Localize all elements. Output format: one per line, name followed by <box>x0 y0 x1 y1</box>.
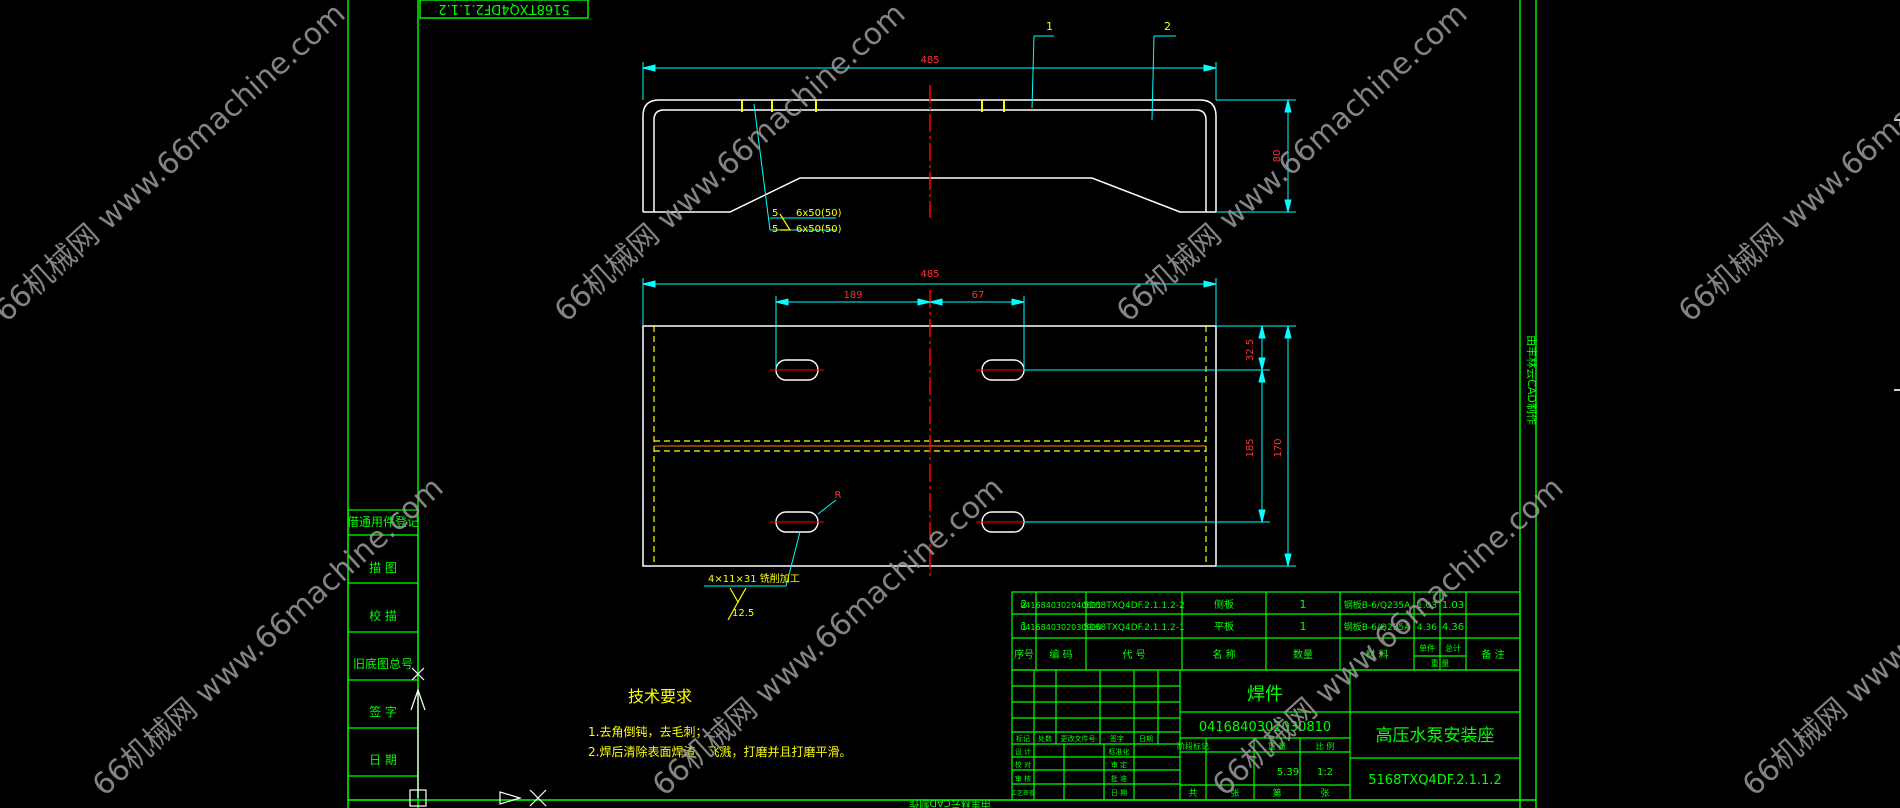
sign-row: 批 准 <box>1111 774 1127 783</box>
top-stamp: 5168TXQ4DF2.1.1.2 <box>438 1 569 16</box>
sign-row: 设 计 <box>1015 747 1031 756</box>
stage-head: 重 量 <box>1268 741 1287 751</box>
roughness-symbol <box>727 587 747 621</box>
tech-req-line2: 2.焊后清除表面焊渣、飞溅，打磨并且打磨平滑。 <box>588 744 851 759</box>
plan-view-dims <box>642 278 1296 587</box>
rev-col: 标记 <box>1016 734 1030 743</box>
weld-line2-num: 5 <box>772 224 778 235</box>
left-table-cell: 描 图 <box>369 561 397 575</box>
dim-radius: R <box>835 490 842 501</box>
bom-cell: 0416840302030910 <box>1020 623 1101 632</box>
ucs-icon <box>409 667 547 807</box>
left-table-cell: 签 字 <box>369 704 397 719</box>
bom-cell: 1 <box>1300 598 1307 611</box>
front-view <box>642 85 1217 218</box>
rev-col: 日期 <box>1139 735 1153 743</box>
balloon-2: 2 <box>1164 20 1171 33</box>
bottom-note: 由丰林云CAD制作 <box>909 797 991 808</box>
bom-cell: 1 <box>1021 620 1028 633</box>
dim-right-offset: 67 <box>972 290 985 301</box>
dim-left-offset: 189 <box>843 290 862 301</box>
sign-row: 审 核 <box>1015 774 1031 783</box>
title-kind: 焊件 <box>1247 684 1283 705</box>
bom-cell: 5168TXQ4DF.2.1.1.2-2 <box>1083 601 1184 611</box>
weld-symbol <box>779 213 792 231</box>
weld-line1-num: 5 <box>772 208 778 219</box>
edge-marks <box>1894 119 1900 391</box>
dim-total-height: 170 <box>1273 438 1284 457</box>
bom-header: 材 料 <box>1365 648 1388 661</box>
stage-head: 比 例 <box>1316 741 1335 751</box>
left-table-cell: 旧底图总号 <box>353 656 413 671</box>
dim-slot-top: 32.5 <box>1245 339 1256 361</box>
title-code: 0416840302030810 <box>1199 720 1331 735</box>
dim-slot-pitch: 185 <box>1245 438 1256 457</box>
title-scale: 1:2 <box>1317 767 1333 778</box>
dim-top-width: 485 <box>920 55 939 66</box>
stage-row: 张 <box>1230 788 1239 799</box>
weld-line1-spec: 6x50(50) <box>796 208 842 219</box>
bom-cell: 5168TXQ4DF.2.1.1.2-1 <box>1083 623 1184 633</box>
bom-header: 总计 <box>1445 643 1461 653</box>
bom-header: 单件 <box>1419 643 1435 653</box>
sign-row: 日 期 <box>1111 789 1127 797</box>
tech-req-line1: 1.去角倒钝，去毛刺； <box>588 725 707 739</box>
side-note: 由丰林云CAD制作 <box>1525 335 1539 425</box>
bom-header: 数量 <box>1293 648 1313 661</box>
bom-cell: 侧板 <box>1214 598 1234 611</box>
stage-row: 共 <box>1188 788 1197 799</box>
tech-requirements: 技术要求 1.去角倒钝，去毛刺； 2.焊后清除表面焊渣、飞溅，打磨并且打磨平滑。 <box>588 687 851 759</box>
roughness-value: 12.5 <box>732 608 754 619</box>
stage-row: 第 <box>1272 787 1281 799</box>
bom-header: 编 码 <box>1049 648 1072 661</box>
plan-view <box>642 290 1217 576</box>
sign-row: 标准化 <box>1109 747 1130 756</box>
sign-row: 审 定 <box>1111 760 1127 769</box>
drawing-frame <box>347 0 1537 808</box>
rev-col: 签字 <box>1110 734 1124 743</box>
bom-cell: 4.36 <box>1417 623 1437 633</box>
left-table-cell: 校 描 <box>369 608 397 623</box>
rev-col: 处数 <box>1038 734 1052 743</box>
title-weight: 5.39 <box>1277 767 1299 778</box>
bom-cell: 4.36 <box>1442 622 1464 633</box>
stage-row: 张 <box>1320 788 1329 799</box>
rev-col: 更改文件号 <box>1061 734 1096 743</box>
sign-row: 工艺审查 <box>1011 789 1035 797</box>
bom-header: 备 注 <box>1481 648 1504 661</box>
bom-header: 名 称 <box>1212 648 1235 661</box>
sign-row: 校 对 <box>1015 760 1031 769</box>
left-table <box>347 509 419 801</box>
front-view-dims <box>642 35 1296 231</box>
dim-plan-width: 485 <box>920 269 939 280</box>
tech-req-title: 技术要求 <box>628 687 692 706</box>
balloon-1: 1 <box>1046 20 1053 33</box>
bom-table <box>1011 591 1521 671</box>
bom-cell: 钢板B-6/Q235A <box>1344 621 1411 633</box>
slot-note: 4×11×31 铣削加工 <box>708 572 800 585</box>
bom-cell: 1.03 <box>1442 600 1464 611</box>
dim-top-height: 80 <box>1272 150 1283 163</box>
bom-cell: 1.03 <box>1417 601 1437 611</box>
bom-weight-sub: 重 量 <box>1431 658 1450 668</box>
bom-cell: 0416840302040811 <box>1020 601 1101 610</box>
left-table-cell: 日 期 <box>369 753 397 767</box>
bom-cell: 平板 <box>1214 620 1234 633</box>
bom-cell: 2 <box>1021 598 1028 611</box>
bom-header: 代 号 <box>1122 649 1145 661</box>
title-drawing-no: 5168TXQ4DF.2.1.1.2 <box>1368 773 1501 788</box>
weld-line2-spec: 6x50(50) <box>796 224 842 235</box>
title-name: 高压水泵安装座 <box>1376 726 1495 746</box>
bom-cell: 钢板B-6/Q235A <box>1344 599 1411 611</box>
bom-header: 序号 <box>1014 648 1034 661</box>
left-table-cell: 借通用件登记 <box>347 514 419 529</box>
bom-cell: 1 <box>1300 620 1307 633</box>
title-block <box>1011 669 1521 801</box>
stage-head: 阶段标记 <box>1177 741 1209 751</box>
